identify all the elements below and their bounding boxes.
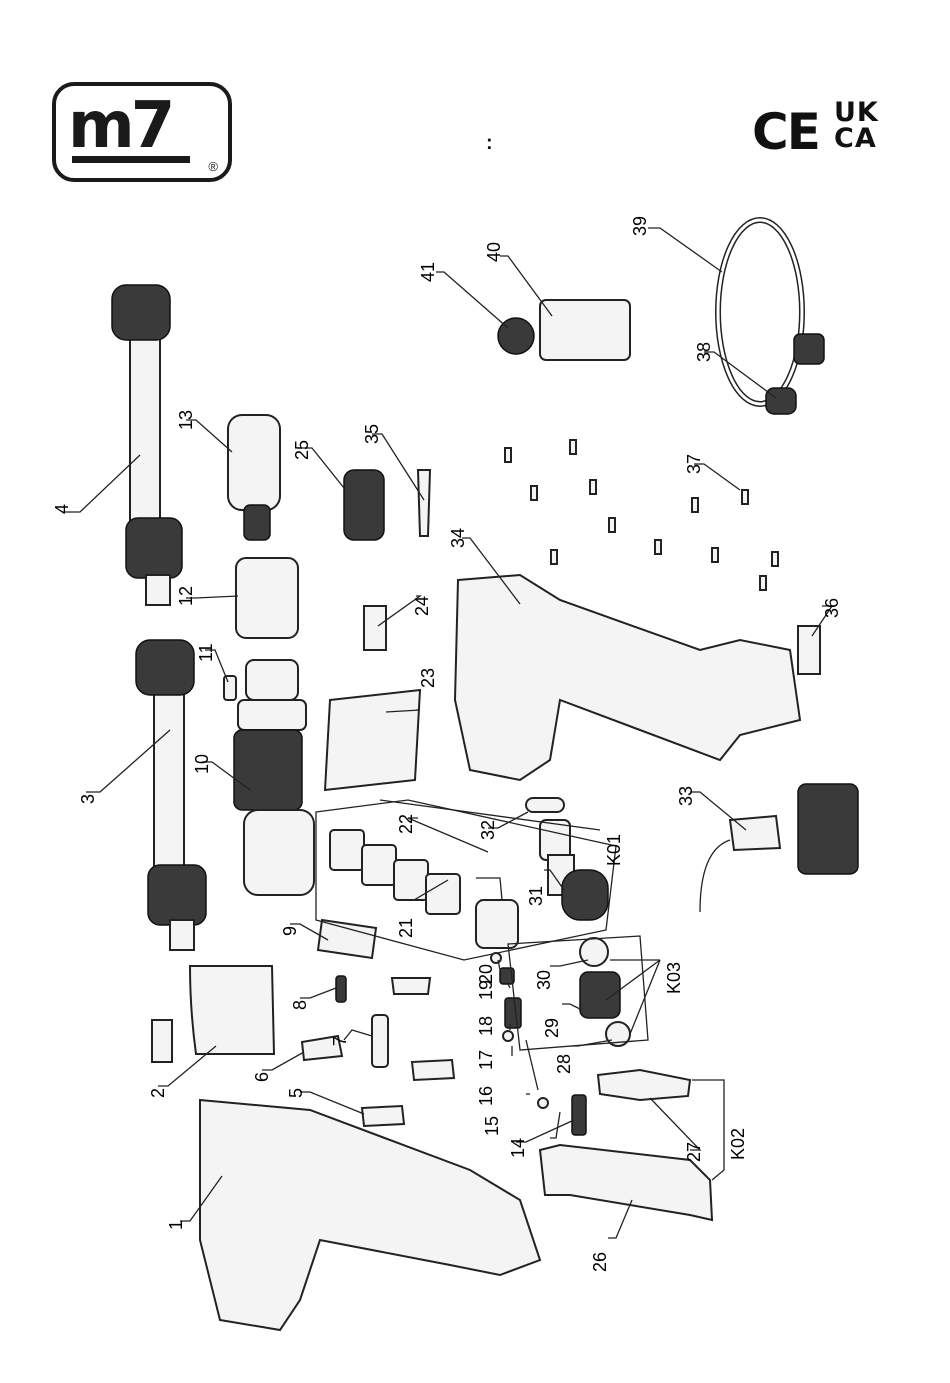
part-label: 1 [166,1220,187,1230]
cover-23 [325,690,420,790]
part-label: 36 [822,598,843,618]
part-label: 20 [476,964,497,984]
pad-5c [362,1106,404,1126]
kit-k02-bracket [692,1080,724,1180]
shell-2 [190,966,274,1054]
filter-35 [418,470,430,536]
part-label: 10 [192,754,213,774]
lever-7 [372,1015,388,1067]
extension-tube-4 [112,285,182,605]
kit-label: K01 [604,834,625,866]
part-label: 8 [290,1000,311,1010]
part-label: 24 [412,596,433,616]
part-label: 5 [286,1088,307,1098]
part-label: 39 [630,216,651,236]
switch-33 [700,784,858,912]
kit-label: K02 [728,1128,749,1160]
clip-11 [224,676,236,700]
part-label: 15 [482,1116,503,1136]
spring-14 [572,1095,586,1135]
trigger-27 [598,1070,690,1100]
housing-34 [455,575,800,780]
part-label: 23 [418,668,439,688]
part-label: 2 [148,1088,169,1098]
part-label: 31 [526,886,547,906]
part-label: 27 [684,1142,705,1162]
connector-38 [766,388,796,414]
part-label: 29 [542,1018,563,1038]
part-label: 40 [484,242,505,262]
part-label: 30 [534,970,555,990]
pad-5b [412,1060,454,1080]
kit-label: K03 [664,962,685,994]
rod-16 [526,1040,538,1090]
seal-32 [526,798,564,812]
container-40 [540,300,630,360]
spring-8 [336,976,346,1002]
pad-5a [392,978,430,994]
spring-18 [505,998,521,1028]
part-label: 3 [78,794,99,804]
fins-21 [330,830,460,914]
part-label: 16 [476,1086,497,1106]
part-label: 6 [252,1072,273,1082]
hose-39 [718,220,824,404]
fitting-29 [580,972,620,1018]
washer-30 [580,938,608,966]
part-label: 12 [176,586,197,606]
part-label: 18 [476,1016,497,1036]
part-label: 33 [676,786,697,806]
nozzle-25 [344,470,384,540]
part-label: 11 [196,643,217,662]
part-label: 25 [292,440,313,460]
extension-tube-3 [136,640,206,950]
valve-head-20 [476,900,518,948]
label-36 [798,626,820,674]
battery-cover-12 [236,558,298,638]
part-label: 26 [590,1252,611,1272]
screws-37 [505,440,778,590]
motor-10 [234,660,314,895]
part-label: 28 [554,1054,575,1074]
part-label: 21 [396,918,417,938]
part-label: 9 [280,926,301,936]
part-label: 34 [448,528,469,548]
label-strip [152,1020,172,1062]
part-label: 14 [508,1138,529,1158]
washer-15 [538,1098,548,1108]
part-label: 22 [396,814,417,834]
part-label: 4 [52,504,73,514]
part-label: 38 [694,342,715,362]
part-shapes [112,220,858,1330]
part-label: 17 [476,1050,497,1070]
washer-17 [503,1031,513,1041]
part-label: 13 [176,410,197,430]
pin-22 [476,878,502,900]
part-label: 37 [684,454,705,474]
nozzle-13 [228,415,280,510]
part-label: 32 [478,820,499,840]
part-label: 41 [418,262,439,282]
part-label: 35 [362,424,383,444]
label-24 [364,606,386,650]
part-label: 7 [330,1036,351,1046]
